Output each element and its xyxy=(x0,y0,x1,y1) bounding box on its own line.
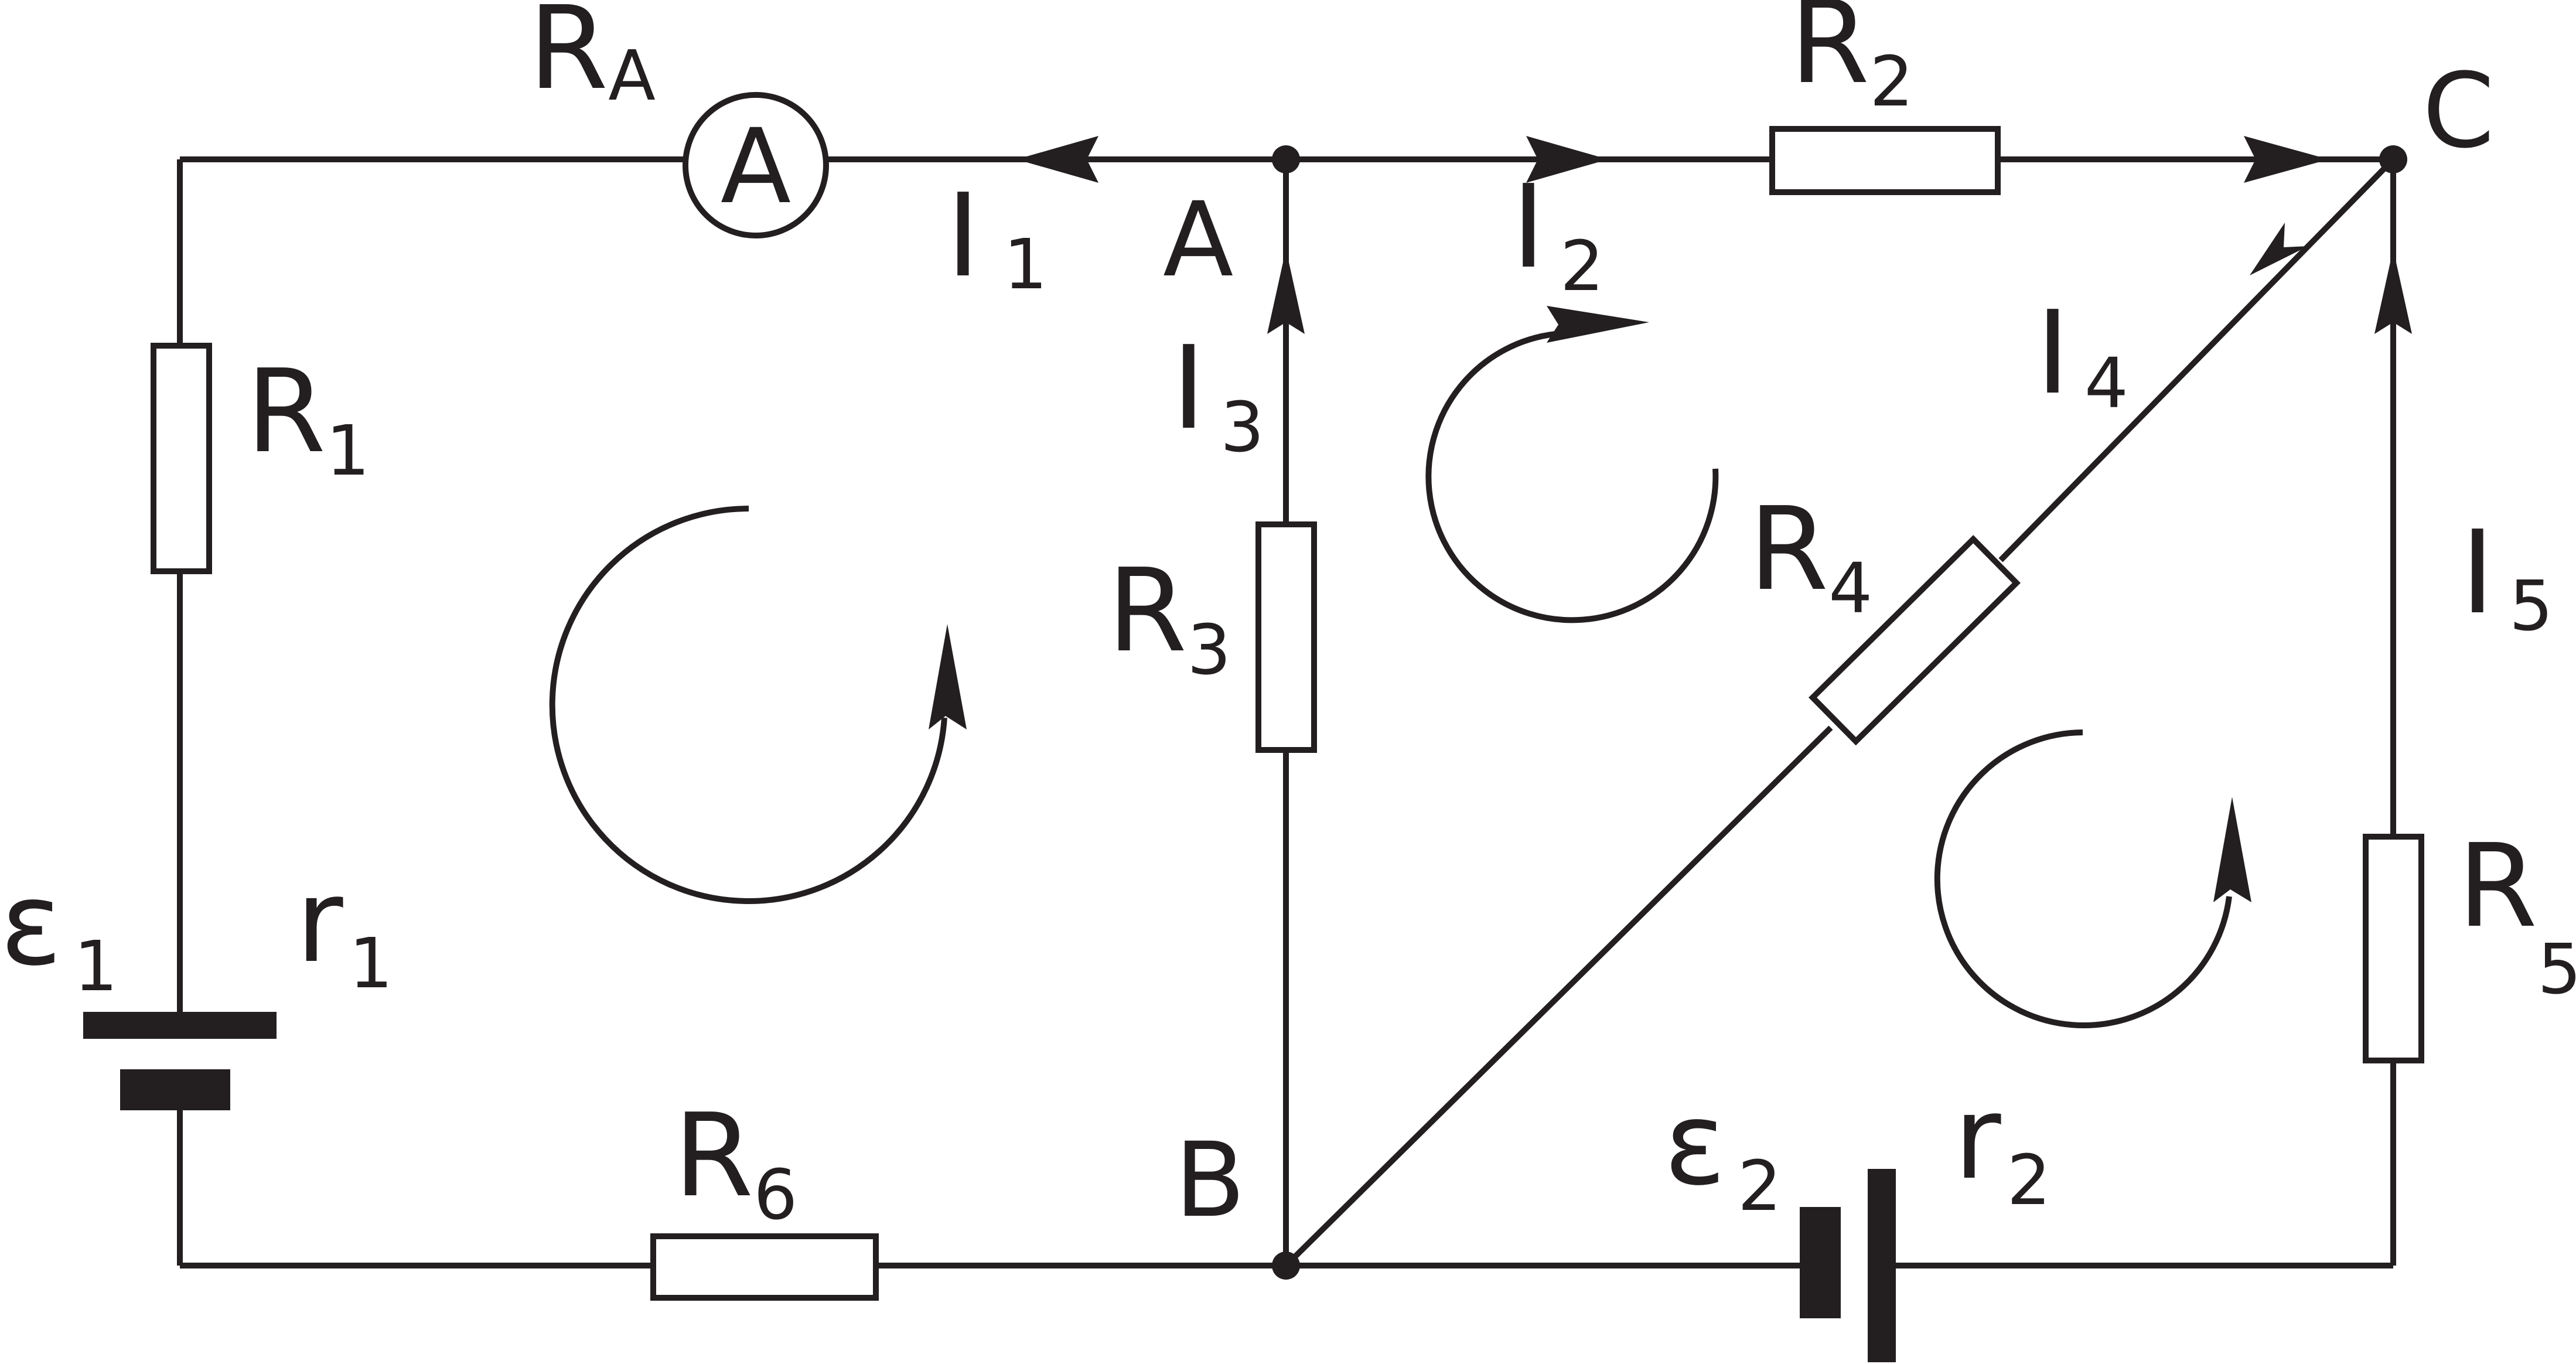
node-C-dot xyxy=(2379,145,2407,173)
current-arrow-I1 xyxy=(1016,136,1098,183)
resistor-R2 xyxy=(1769,126,2001,195)
loop-curve-left xyxy=(549,506,947,904)
label-R4: R4 xyxy=(1749,483,1872,629)
battery-E2 xyxy=(1800,1169,1896,1362)
loop-arrowhead-upper-mid xyxy=(1547,306,1649,343)
label-RA: RA xyxy=(528,0,656,116)
battery-E1-short-plate xyxy=(120,1069,230,1110)
label-R3: R3 xyxy=(1107,544,1231,690)
resistor-R5 xyxy=(2363,834,2424,1063)
label-r2: r2 xyxy=(1954,1072,2051,1220)
wire-R4-to-C xyxy=(1998,157,2396,562)
node-A-dot xyxy=(1272,145,1300,173)
current-arrow-I4 xyxy=(2250,223,2308,275)
current-arrow-into-C xyxy=(2244,136,2329,183)
label-node-C: C xyxy=(2423,51,2495,171)
label-R6: R6 xyxy=(674,1089,797,1235)
loop-arrow-upper-mid-mesh xyxy=(1425,306,1719,623)
loop-curve-lower-right xyxy=(1934,729,2232,1028)
node-B-dot xyxy=(1272,1252,1300,1280)
label-r1: r1 xyxy=(296,855,393,1004)
resistor-R6 xyxy=(650,1233,879,1301)
ammeter-symbol: A xyxy=(721,107,791,227)
loop-arrowhead-left xyxy=(929,624,967,729)
label-node-B: B xyxy=(1175,1120,1246,1240)
label-R5: R5 xyxy=(2458,820,2576,1010)
loop-arrow-left-mesh xyxy=(549,506,967,904)
loop-curve-upper-mid xyxy=(1425,331,1719,623)
label-R2: R2 xyxy=(1790,0,1913,122)
battery-E1-long-plate xyxy=(83,1012,277,1039)
wire-B-to-R4 xyxy=(1284,725,1833,1268)
label-node-A: A xyxy=(1163,180,1233,300)
label-R1: R1 xyxy=(246,345,370,491)
resistor-R3 xyxy=(1255,521,1317,753)
current-arrow-I5 xyxy=(2374,249,2412,334)
ammeter-circle xyxy=(683,92,829,238)
loop-arrowhead-lower-right xyxy=(2213,797,2251,902)
battery-E1 xyxy=(83,1012,277,1110)
loop-arrow-lower-right-mesh xyxy=(1934,729,2251,1028)
resistor-R1 xyxy=(151,343,212,574)
resistor-R4 xyxy=(1808,535,2021,746)
battery-E2-short-plate xyxy=(1800,1207,1841,1318)
current-arrow-I3 xyxy=(1267,249,1305,334)
battery-E2-long-plate xyxy=(1868,1169,1896,1362)
current-arrow-I2 xyxy=(1526,136,1608,183)
ammeter: A xyxy=(683,92,829,238)
wires xyxy=(177,156,2396,1268)
